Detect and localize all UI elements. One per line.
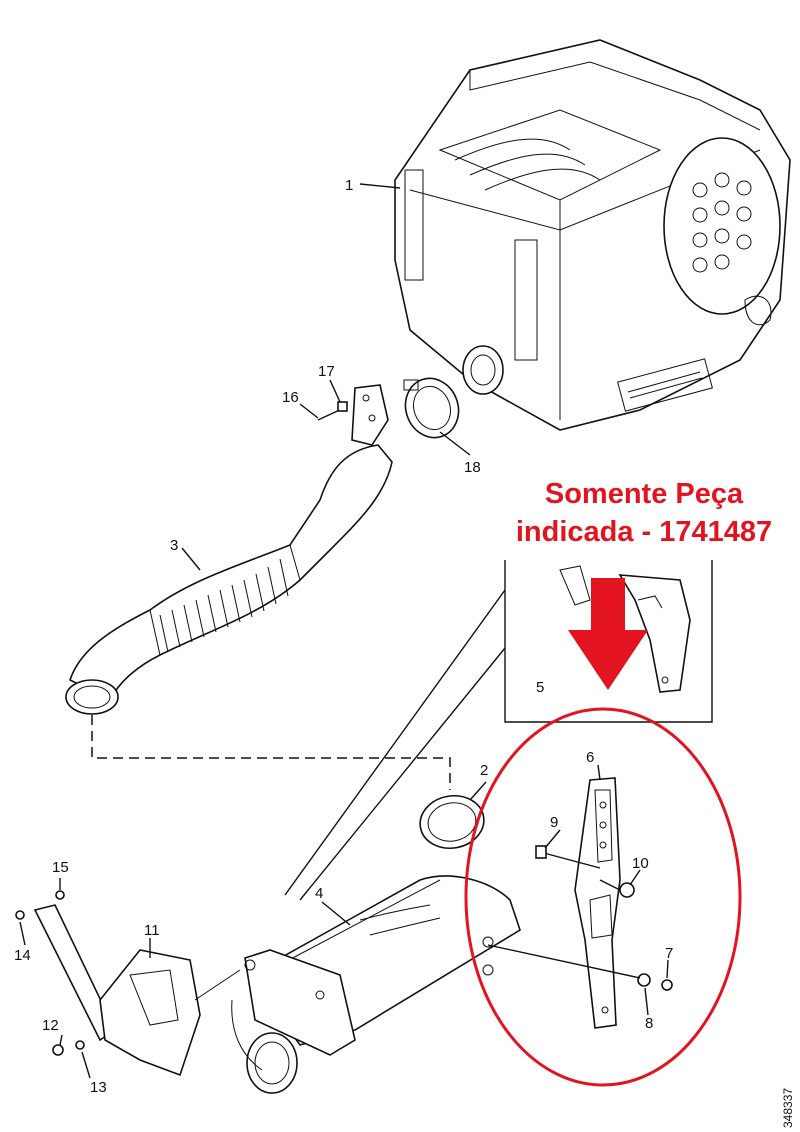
down-arrow-icon (568, 578, 648, 690)
support-bracket-part-6 (487, 777, 673, 1029)
detail-leader-lower (299, 647, 506, 901)
callout-1: 1 (345, 177, 353, 194)
clamp-ring (403, 377, 460, 439)
callout-leaders (19, 183, 669, 1079)
callout-8: 8 (645, 1015, 653, 1032)
reference-code: 348337 (781, 1088, 795, 1128)
part-note: Somente Peça indicada - 1741487 (488, 475, 800, 551)
callout-7: 7 (665, 945, 673, 962)
callout-12: 12 (42, 1017, 59, 1034)
highlight-circle (464, 707, 742, 1087)
left-bracket-assembly (15, 890, 256, 1077)
callout-6: 6 (586, 749, 594, 766)
callout-2: 2 (480, 762, 488, 779)
callout-14: 14 (14, 947, 31, 964)
detail-box (504, 560, 713, 723)
callout-16: 16 (282, 389, 299, 406)
connection-dashed-line (91, 715, 451, 790)
callout-4: 4 (315, 885, 323, 902)
part-note-line2: indicada - 1741487 (515, 516, 773, 548)
callout-3: 3 (170, 537, 178, 554)
part-note-line1: Somente Peça (544, 478, 744, 510)
aftertreatment-unit (394, 39, 791, 431)
flexible-exhaust-pipe (65, 444, 393, 715)
callout-13: 13 (90, 1079, 107, 1096)
pipe-bracket (317, 384, 389, 446)
callout-9: 9 (550, 814, 558, 831)
callout-5: 5 (536, 679, 544, 696)
lower-clamp-ring (419, 794, 485, 850)
callout-17: 17 (318, 363, 335, 380)
muffler (231, 875, 521, 1094)
callout-15: 15 (52, 859, 69, 876)
callout-11: 11 (144, 922, 160, 939)
detail-leader-upper (284, 589, 506, 896)
callout-10: 10 (632, 855, 649, 872)
callout-18: 18 (464, 459, 481, 476)
